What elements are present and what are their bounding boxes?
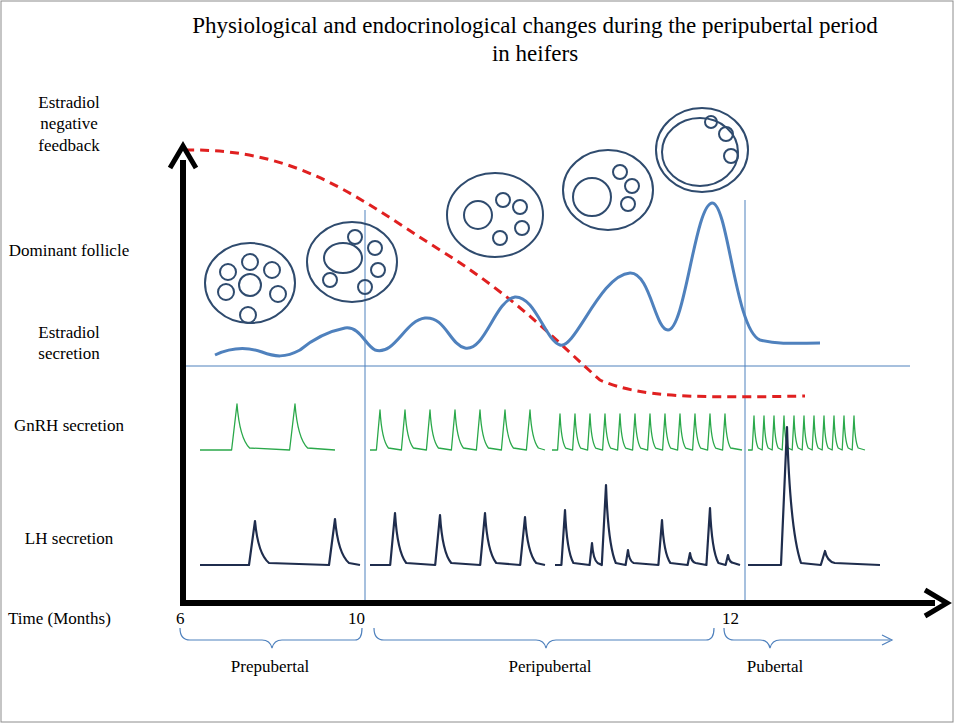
pulse-traces [200,404,880,565]
axis-label: LH secretion [8,528,130,549]
y-axis [180,160,186,606]
divider [365,210,366,602]
axis-label: Dominant follicle [8,240,130,261]
x-axis-head [925,590,947,616]
chart-title: Physiological and endocrinological chang… [190,12,880,67]
estradiol-curve [215,203,820,356]
ovary-follicles [205,108,748,323]
axis-label: Estradiol negative feedback [8,92,130,156]
tick-label: 12 [722,608,739,629]
x-axis [180,600,935,606]
axis-title: Time (Months) [8,608,111,629]
pulse-trace [200,404,335,450]
baseline [183,366,910,367]
y-axis-head [170,146,196,168]
pulse-trace [555,485,740,565]
feedback-curve [185,150,805,397]
period-label: Prepubertal [190,656,350,677]
pulse-trace [370,410,545,450]
axis-label: GnRH secretion [8,415,130,436]
divider [745,200,746,600]
period-label: Pubertal [720,656,830,677]
pulse-trace [748,416,865,450]
period-label: Peripubertal [440,656,660,677]
tick-label: 6 [176,608,185,629]
tick-label: 10 [348,608,365,629]
pulse-trace [552,414,742,450]
pulse-trace [370,513,545,565]
period-brackets [180,628,892,648]
axis-label: Estradiol secretion [8,322,130,365]
pulse-trace [748,427,880,565]
pulse-trace [200,519,360,565]
